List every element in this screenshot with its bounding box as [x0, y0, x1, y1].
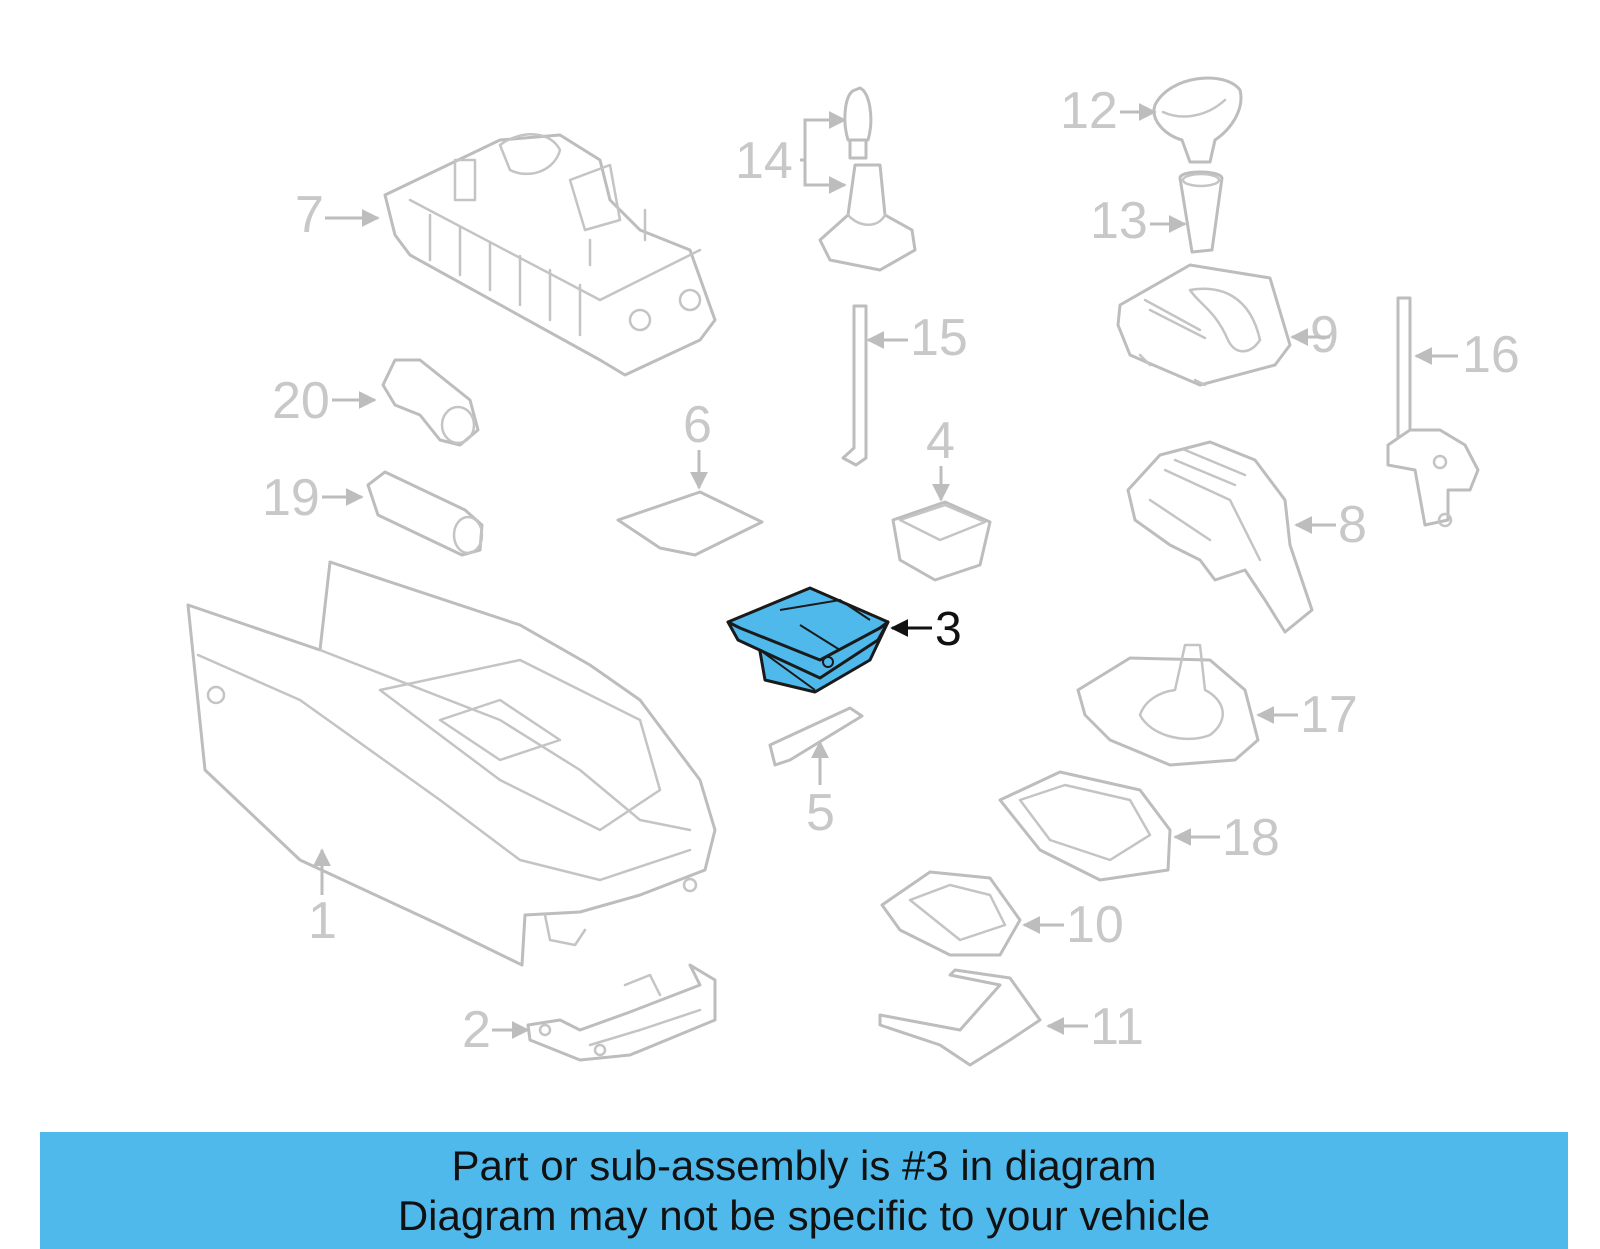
- callout-5: 5: [806, 740, 835, 842]
- callout-8: 8: [1294, 496, 1367, 554]
- callout-3: 3: [890, 603, 962, 656]
- callout-3-label: 3: [935, 603, 962, 656]
- part-4-cup: [891, 500, 992, 582]
- part-5-bracket: [768, 706, 864, 767]
- callout-19-label: 19: [262, 469, 320, 527]
- info-banner: Part or sub-assembly is #3 in diagram Di…: [40, 1132, 1568, 1249]
- callout-9-label: 9: [1310, 306, 1339, 364]
- callout-10-label: 10: [1066, 896, 1124, 954]
- callout-20: 20: [272, 372, 377, 430]
- part-11-frame: [878, 968, 1042, 1067]
- callout-6-label: 6: [683, 396, 712, 454]
- callout-2: 2: [462, 1001, 530, 1059]
- part-14-knob-and-boot: [818, 86, 917, 272]
- part-16-shift-lever: [1386, 296, 1480, 528]
- callout-1-label: 1: [308, 892, 337, 950]
- banner-line-1: Part or sub-assembly is #3 in diagram: [451, 1141, 1157, 1189]
- callout-12: 12: [1060, 82, 1157, 140]
- callout-17: 17: [1256, 686, 1358, 744]
- callout-13: 13: [1090, 192, 1187, 250]
- part-12-shift-knob: [1152, 76, 1243, 164]
- callout-16: 16: [1414, 326, 1520, 384]
- callout-8-label: 8: [1338, 496, 1367, 554]
- callout-14-label: 14: [735, 132, 793, 190]
- part-3-ashtray-highlighted: [726, 586, 890, 694]
- callout-2-label: 2: [462, 1001, 491, 1059]
- part-9-indicator-plate: [1116, 263, 1292, 387]
- part-6-lid: [616, 490, 764, 557]
- callout-17-label: 17: [1300, 686, 1358, 744]
- callout-19: 19: [262, 469, 364, 527]
- part-8-boot-frame: [1126, 440, 1314, 634]
- callout-10: 10: [1022, 896, 1124, 954]
- callout-18: 18: [1173, 809, 1280, 867]
- callout-7-label: 7: [295, 186, 324, 244]
- callout-20-label: 20: [272, 372, 330, 430]
- part-1-console: [186, 560, 717, 967]
- banner-line-2: Diagram may not be specific to your vehi…: [397, 1191, 1211, 1239]
- part-7-shifter-housing: [383, 133, 717, 377]
- callout-9: 9: [1290, 306, 1339, 364]
- callout-11: 11: [1046, 998, 1144, 1056]
- part-15-rod: [841, 304, 868, 467]
- callout-15-label: 15: [910, 309, 968, 367]
- callout-13-label: 13: [1090, 192, 1148, 250]
- callout-18-label: 18: [1222, 809, 1280, 867]
- callout-15: 15: [866, 309, 968, 367]
- callout-5-label: 5: [806, 784, 835, 842]
- part-10-cover: [880, 870, 1022, 957]
- callout-4: 4: [926, 412, 955, 502]
- part-13-knob-sleeve: [1178, 170, 1224, 254]
- part-18-trim-ring: [998, 770, 1172, 882]
- callout-14: 14: [735, 111, 847, 194]
- callout-16-label: 16: [1462, 326, 1520, 384]
- callout-7: 7: [295, 186, 380, 244]
- part-17-boot-bezel: [1076, 643, 1260, 767]
- callout-1: 1: [308, 848, 337, 950]
- part-2-mounting-bracket: [526, 963, 717, 1062]
- part-20-socket: [381, 358, 480, 447]
- callout-12-label: 12: [1060, 82, 1118, 140]
- callout-6: 6: [683, 396, 712, 490]
- part-19-lighter: [366, 470, 484, 557]
- callout-4-label: 4: [926, 412, 955, 470]
- callout-11-label: 11: [1090, 998, 1144, 1056]
